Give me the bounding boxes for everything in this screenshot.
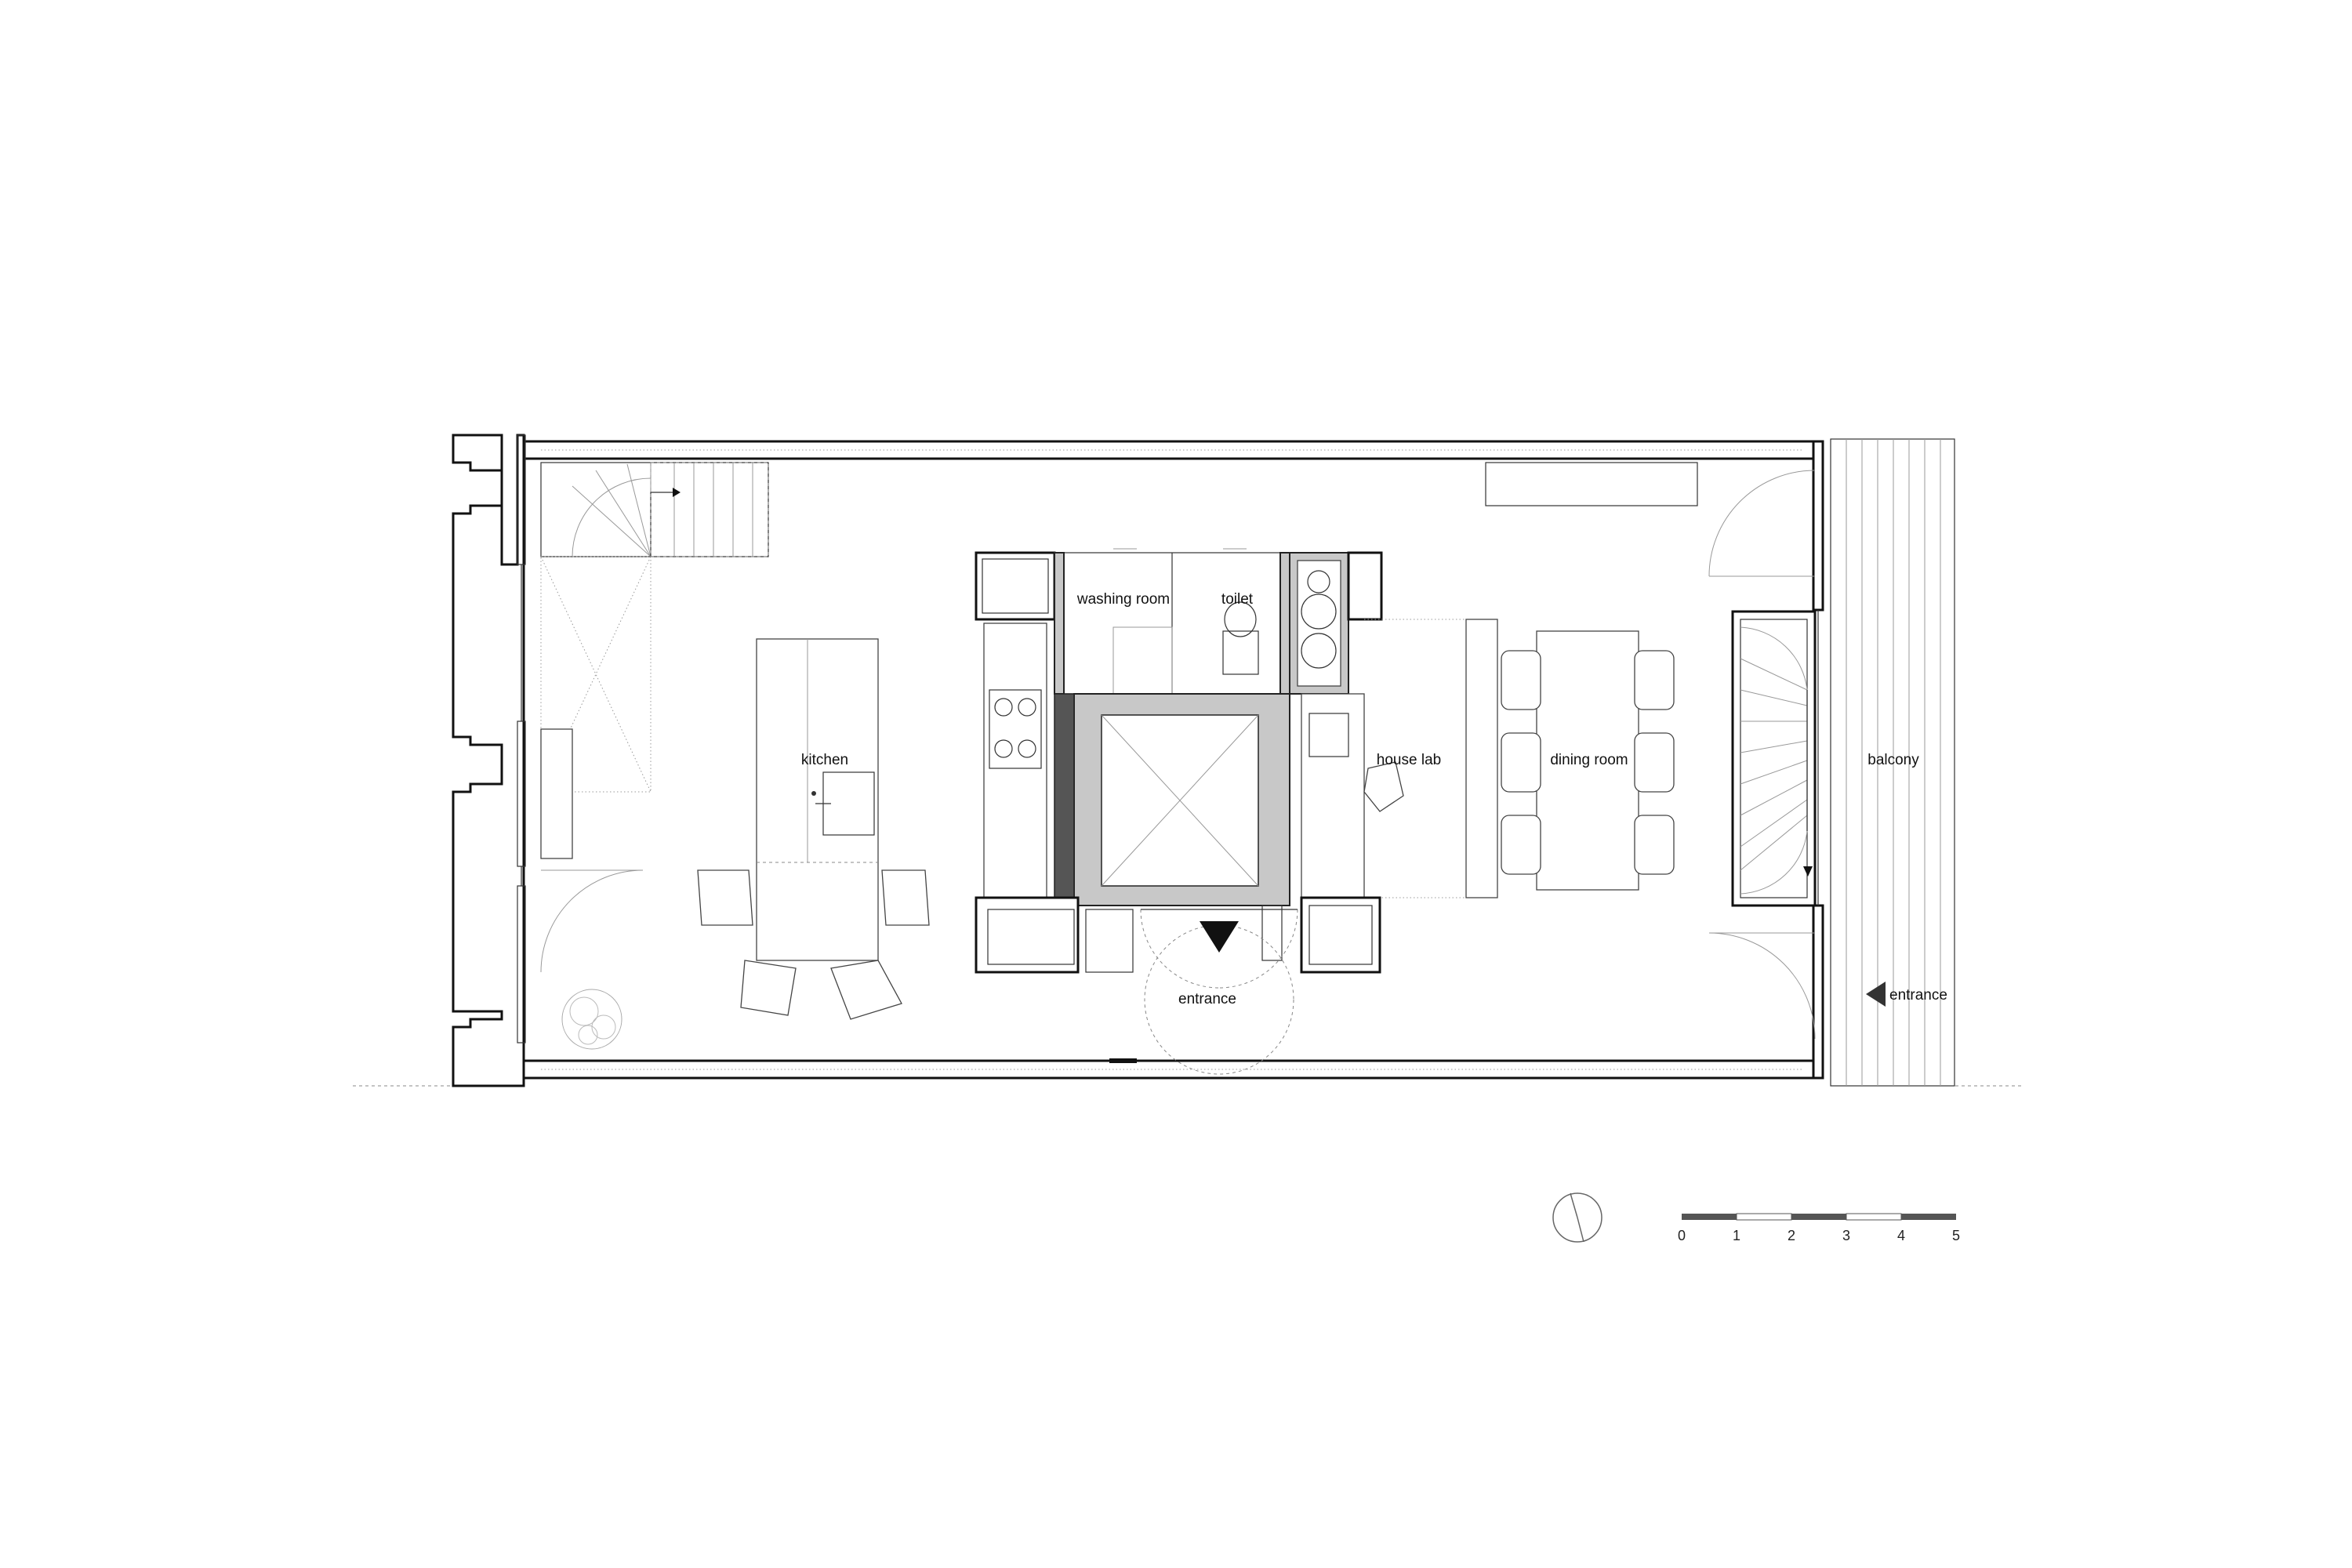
top-wall (522, 440, 1815, 460)
storage-column (1289, 551, 1383, 695)
bottom-wall (522, 1059, 1815, 1080)
sideboard (1485, 462, 1698, 506)
entrance-door (1109, 909, 1298, 1075)
right-doors (1708, 470, 1816, 1040)
scale-tick-2: 2 (1788, 1228, 1795, 1243)
central-core (1054, 693, 1290, 906)
window-seat (540, 728, 573, 859)
entrance-arrow-icon (1200, 921, 1239, 953)
balcony-deck (1830, 438, 1955, 1087)
stair-right (1731, 610, 1817, 907)
kitchen-island (756, 638, 879, 961)
wet-core (1054, 548, 1290, 695)
exterior-walls (522, 440, 1815, 1080)
left-facade (452, 434, 526, 1087)
stair-left (540, 462, 769, 793)
house-lab-counter (1301, 619, 1466, 898)
kitchen-chairs (697, 869, 930, 1020)
label-dining-room: dining room (1550, 752, 1628, 768)
right-facade (1812, 440, 1824, 1080)
cabinet (975, 551, 1056, 621)
scale-tick-4: 4 (1897, 1228, 1905, 1243)
label-kitchen: kitchen (801, 752, 848, 768)
bottom-cabinets (975, 896, 1381, 974)
scale-tick-0: 0 (1678, 1228, 1686, 1243)
label-house-lab: house lab (1377, 752, 1441, 768)
label-entrance-side: entrance (1889, 987, 1947, 1004)
left-door (540, 869, 644, 973)
plant-icon (561, 989, 622, 1050)
label-entrance-main: entrance (1178, 991, 1236, 1007)
dining-chairs (1501, 650, 1675, 875)
label-washing-room: washing room (1076, 591, 1170, 608)
scale-tick-5: 5 (1952, 1228, 1960, 1243)
scale-bar: 0 1 2 3 4 5 (1678, 1213, 1960, 1243)
dining-table (1501, 630, 1675, 891)
north-arrow-icon (1552, 1192, 1602, 1243)
scale-tick-3: 3 (1842, 1228, 1850, 1243)
scale-tick-1: 1 (1733, 1228, 1740, 1243)
side-entrance-arrow-icon (1866, 982, 1886, 1007)
kitchen-counter (983, 622, 1047, 898)
bench (1465, 619, 1498, 898)
label-balcony: balcony (1867, 752, 1919, 768)
label-toilet: toilet (1221, 591, 1254, 608)
